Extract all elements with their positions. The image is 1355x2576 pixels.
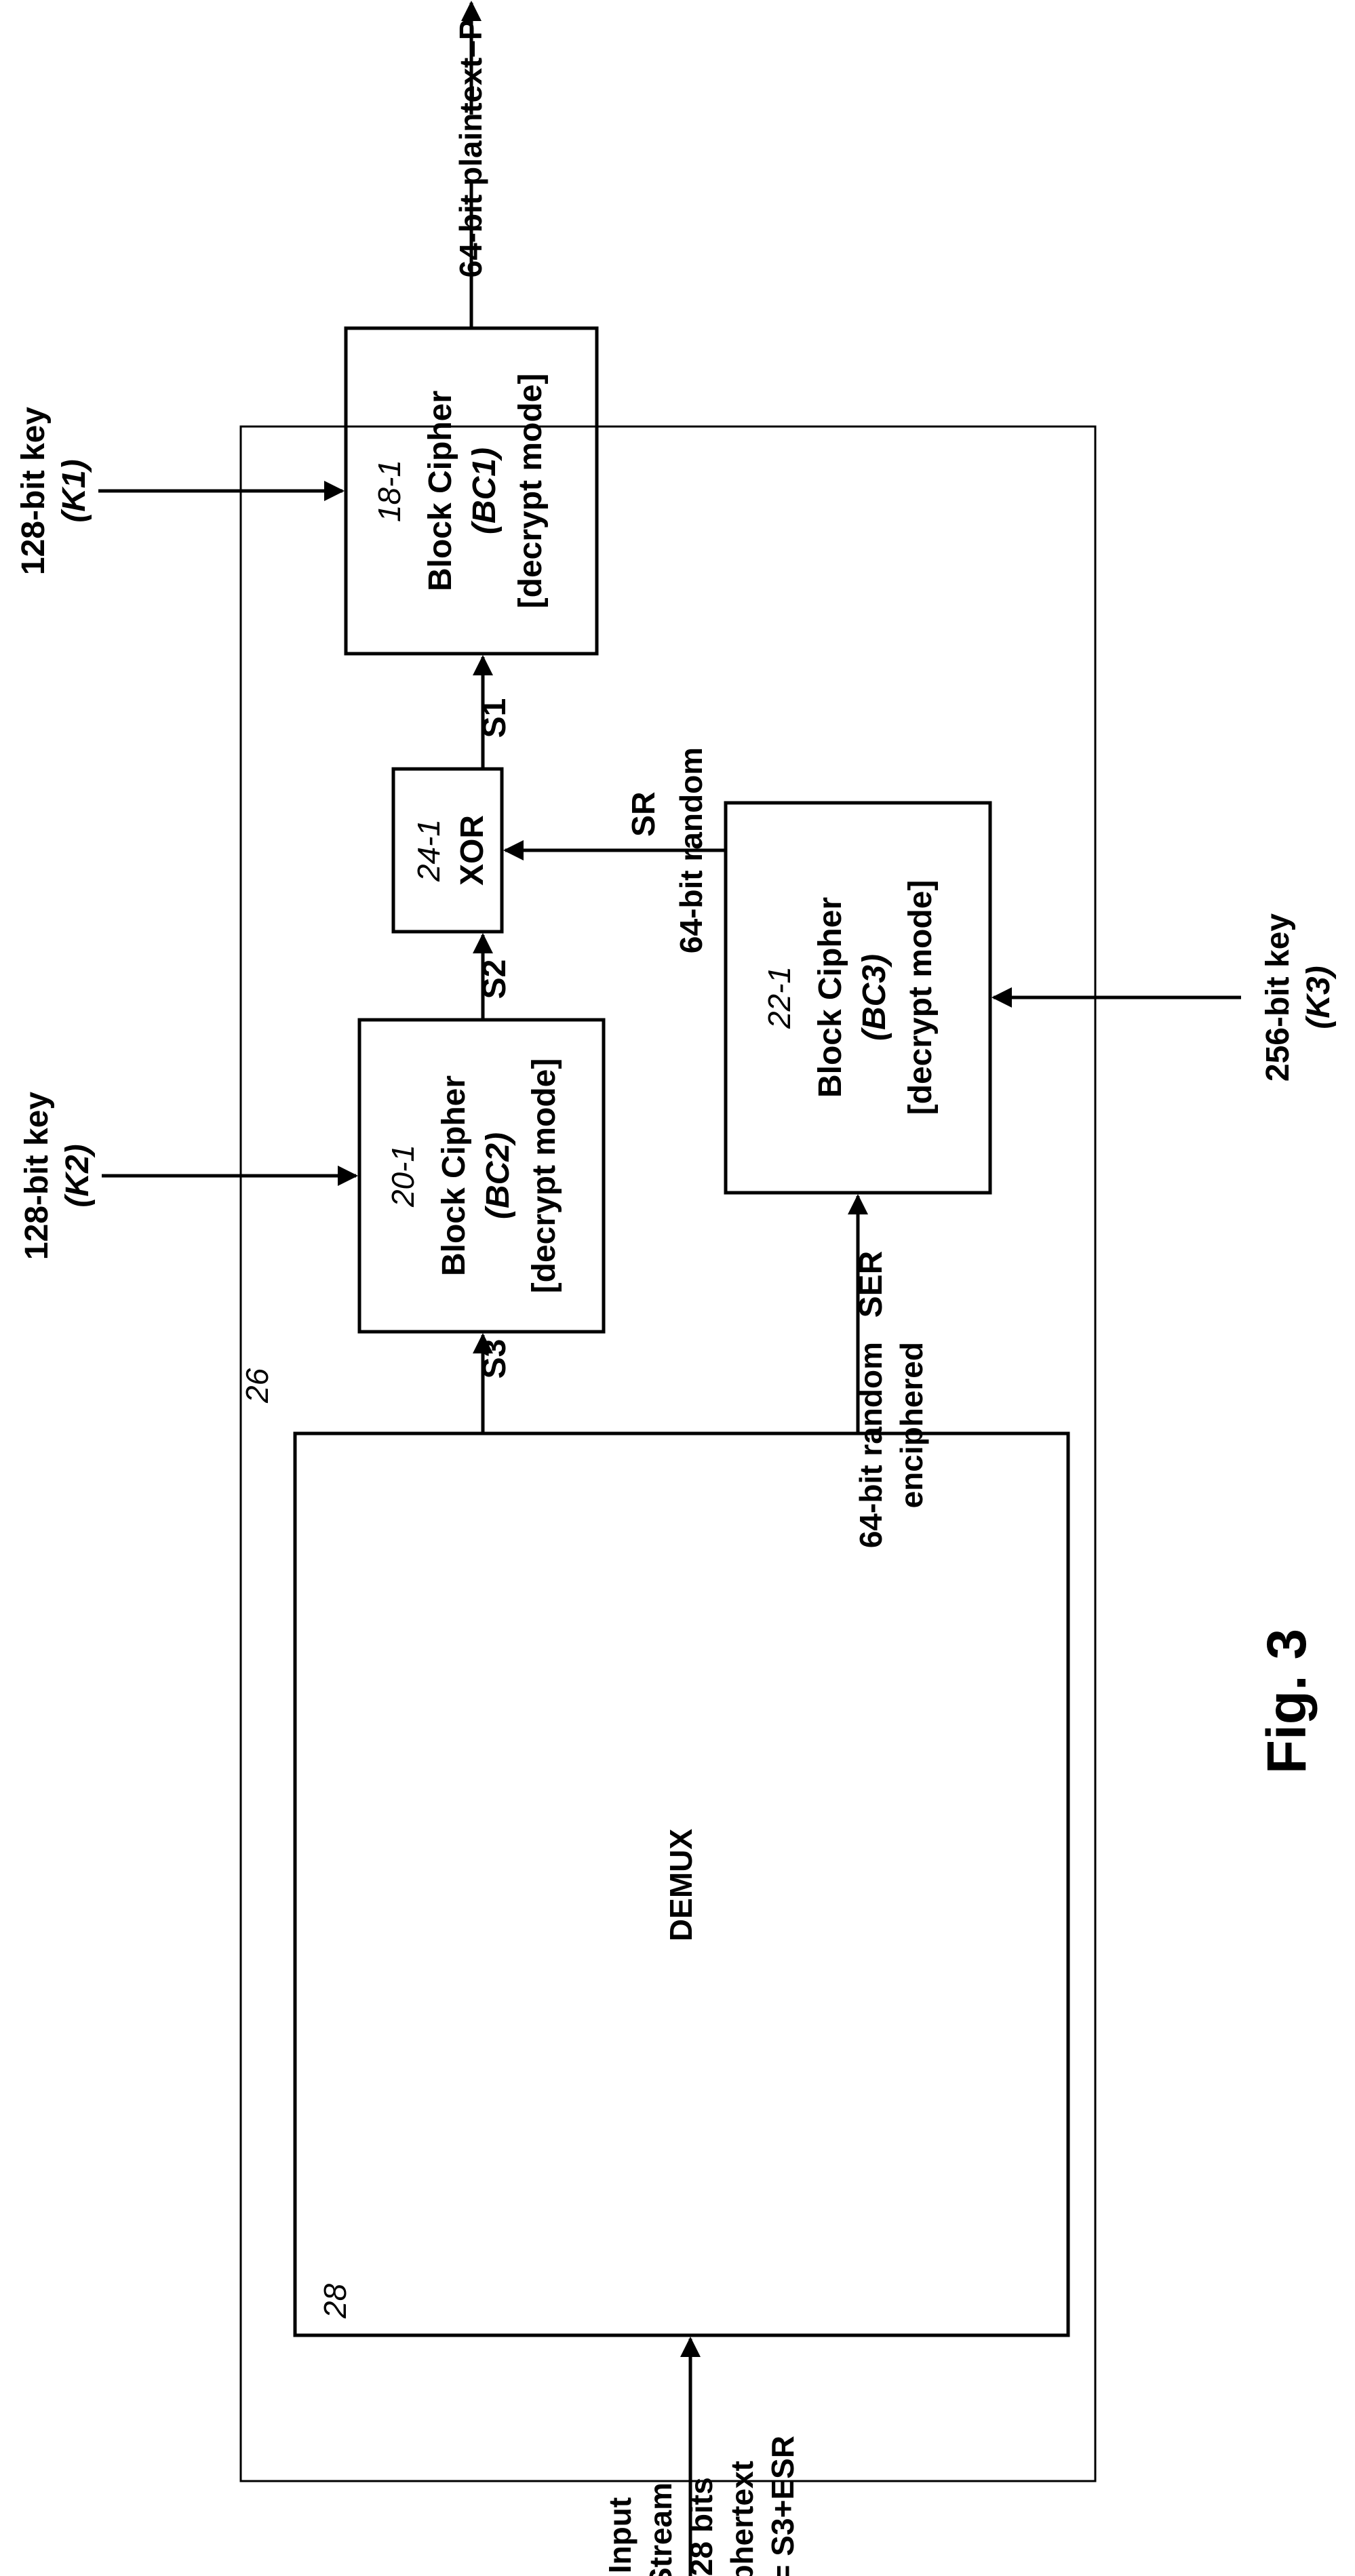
k1-label-line1: 128-bit key <box>16 407 52 575</box>
sr-description: 64-bit random <box>673 747 709 953</box>
k1-label-line2: (K1) <box>56 459 92 522</box>
s1-label: S1 <box>477 698 513 738</box>
bc2-name: (BC2) <box>480 1132 516 1219</box>
input-label-line4: ciphertext <box>724 2461 760 2576</box>
input-label-line1: Input <box>602 2497 637 2573</box>
k2-label-line1: 128-bit key <box>19 1092 55 1260</box>
bc2-title: Block Cipher <box>436 1075 472 1276</box>
k2-label-line2: (K2) <box>60 1144 96 1207</box>
k3-label-line1: 256-bit key <box>1260 913 1296 1082</box>
bc3-mode: [decrypt mode] <box>903 880 939 1115</box>
bc1-mode: [decrypt mode] <box>513 374 549 609</box>
bc1-ref-label: 18-1 <box>372 460 407 522</box>
xor-ref-label: 24-1 <box>411 819 446 882</box>
input-label-line2: Stream <box>643 2482 678 2576</box>
s3-label: S3 <box>477 1339 513 1379</box>
bc3-ref-label: 22-1 <box>762 966 797 1029</box>
k3-label-line2: (K3) <box>1301 966 1337 1029</box>
input-label-line3: 128 bits <box>684 2477 719 2576</box>
sr-label: SR <box>626 791 662 837</box>
bc1-name: (BC1) <box>467 448 503 534</box>
bc2-mode: [decrypt mode] <box>526 1058 562 1294</box>
ser-description-line2: enciphered <box>894 1342 929 1508</box>
figure-label: Fig. 3 <box>1256 1629 1318 1774</box>
demux-ref-label: 28 <box>317 2283 353 2319</box>
bc2-ref-label: 20-1 <box>385 1145 420 1208</box>
output-label: 64-bit plaintext–P <box>453 20 488 278</box>
bc3-title: Block Cipher <box>812 897 848 1098</box>
system-boundary-box <box>241 427 1095 2481</box>
container-ref-label: 26 <box>239 1368 275 1404</box>
input-label-line5: SC = S3+ESR <box>765 2436 800 2576</box>
bc3-name: (BC3) <box>857 954 892 1041</box>
demux-label: DEMUX <box>663 1829 699 1941</box>
ser-description-line1: 64-bit random <box>853 1342 888 1548</box>
s2-label: S2 <box>477 959 513 999</box>
xor-label: XOR <box>454 815 490 886</box>
ser-label: SER <box>853 1251 889 1318</box>
bc1-title: Block Cipher <box>423 391 458 591</box>
